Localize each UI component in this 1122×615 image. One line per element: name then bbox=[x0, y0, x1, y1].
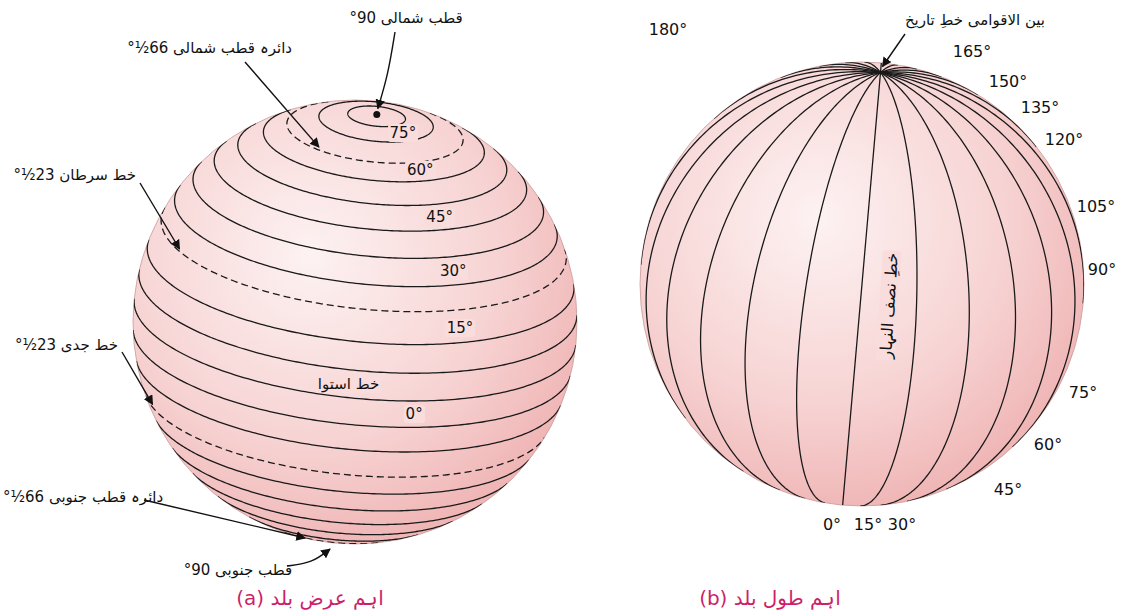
meridian-label: خطِ نصف النہار bbox=[875, 250, 901, 361]
callout-label: خط سرطان 23½° bbox=[13, 166, 136, 184]
meridian-line bbox=[646, 73, 880, 419]
latitude-line bbox=[133, 330, 570, 427]
meridian-line bbox=[860, 73, 917, 506]
longitude-label: 75° bbox=[1069, 383, 1097, 402]
meridian-line bbox=[881, 73, 1016, 502]
latitude-line bbox=[214, 141, 526, 231]
meridian-line bbox=[881, 73, 1075, 448]
leader-arrow bbox=[140, 183, 180, 249]
special-latitude-line bbox=[284, 532, 380, 543]
special-latitude-line bbox=[287, 102, 463, 164]
callout-label: دائرہ قطب جنوبی 66½° bbox=[3, 488, 163, 506]
figure-caption: (a) اہم عرض بلد bbox=[236, 586, 384, 610]
leader-arrow bbox=[144, 500, 305, 538]
longitude-label: 120° bbox=[1045, 130, 1084, 149]
meridian-line bbox=[881, 73, 1084, 304]
longitude-globe-lines bbox=[641, 62, 1084, 506]
leader-arrow bbox=[378, 32, 395, 109]
latitude-label: 15° bbox=[445, 319, 476, 337]
latitude-line bbox=[156, 421, 529, 494]
latitude-globe bbox=[133, 100, 577, 544]
longitude-label: 135° bbox=[1021, 98, 1060, 117]
latitude-line bbox=[319, 101, 433, 142]
longitude-label: 150° bbox=[989, 72, 1028, 91]
callout-label: قطب شمالی 90° bbox=[349, 9, 462, 27]
leader-arrow bbox=[122, 352, 153, 404]
latitude-line bbox=[218, 497, 453, 535]
longitude-label: 0° bbox=[823, 515, 841, 534]
leader-arrow bbox=[287, 549, 330, 566]
special-latitude-line bbox=[161, 207, 566, 311]
latitude-line bbox=[238, 123, 507, 205]
latitude-line bbox=[136, 361, 560, 452]
meridian-line bbox=[881, 73, 1052, 490]
longitude-label: 165° bbox=[953, 42, 992, 61]
latitude-line bbox=[249, 517, 418, 541]
latitude-line bbox=[175, 185, 558, 287]
meridian-line bbox=[843, 73, 881, 506]
meridian-line bbox=[881, 72, 978, 95]
longitude-label: 15° bbox=[854, 515, 882, 534]
callout-label: خط جدی 23½° bbox=[15, 336, 118, 354]
figure-caption: (b) اہم طول بلد bbox=[699, 586, 841, 610]
latitude-line bbox=[193, 161, 544, 258]
longitude-label: 180° bbox=[649, 20, 688, 39]
meridian-line bbox=[641, 72, 881, 265]
meridian-line bbox=[881, 73, 1037, 147]
latitude-line bbox=[172, 448, 507, 511]
meridian-line bbox=[701, 73, 881, 491]
latitude-globe-lines bbox=[133, 101, 577, 544]
latitude-label: 60° bbox=[405, 161, 436, 179]
longitude-globe bbox=[640, 62, 1084, 506]
leader-arrow bbox=[883, 34, 905, 67]
latitude-line bbox=[193, 473, 482, 524]
leader-arrow bbox=[245, 62, 319, 147]
meridian-line bbox=[745, 73, 880, 499]
latitude-line bbox=[134, 299, 576, 401]
longitude-label: 90° bbox=[1088, 260, 1116, 279]
latitude-label: خط استوا bbox=[316, 375, 381, 393]
latitude-label: 0° bbox=[404, 405, 425, 423]
meridian-line bbox=[797, 73, 881, 503]
longitude-label: 105° bbox=[1077, 197, 1116, 216]
longitude-label: 45° bbox=[994, 480, 1022, 499]
callout-label: دائرہ قطب شمالی 66½° bbox=[127, 39, 292, 57]
meridian-line bbox=[881, 70, 942, 77]
latitude-line bbox=[139, 269, 577, 373]
special-latitude-line bbox=[146, 396, 545, 477]
longitude-label: 60° bbox=[1034, 435, 1062, 454]
latitude-label: 75° bbox=[388, 124, 419, 142]
north-pole-dot bbox=[373, 111, 380, 118]
latitude-label: 45° bbox=[424, 208, 455, 226]
meridian-line bbox=[667, 73, 881, 472]
callout-label: قطب جنوبی 90° bbox=[184, 561, 293, 579]
callout-label: بین الاقوامی خطِ تاریخ bbox=[905, 11, 1045, 29]
longitude-label: 30° bbox=[888, 515, 916, 534]
latitude-label: 30° bbox=[438, 262, 469, 280]
